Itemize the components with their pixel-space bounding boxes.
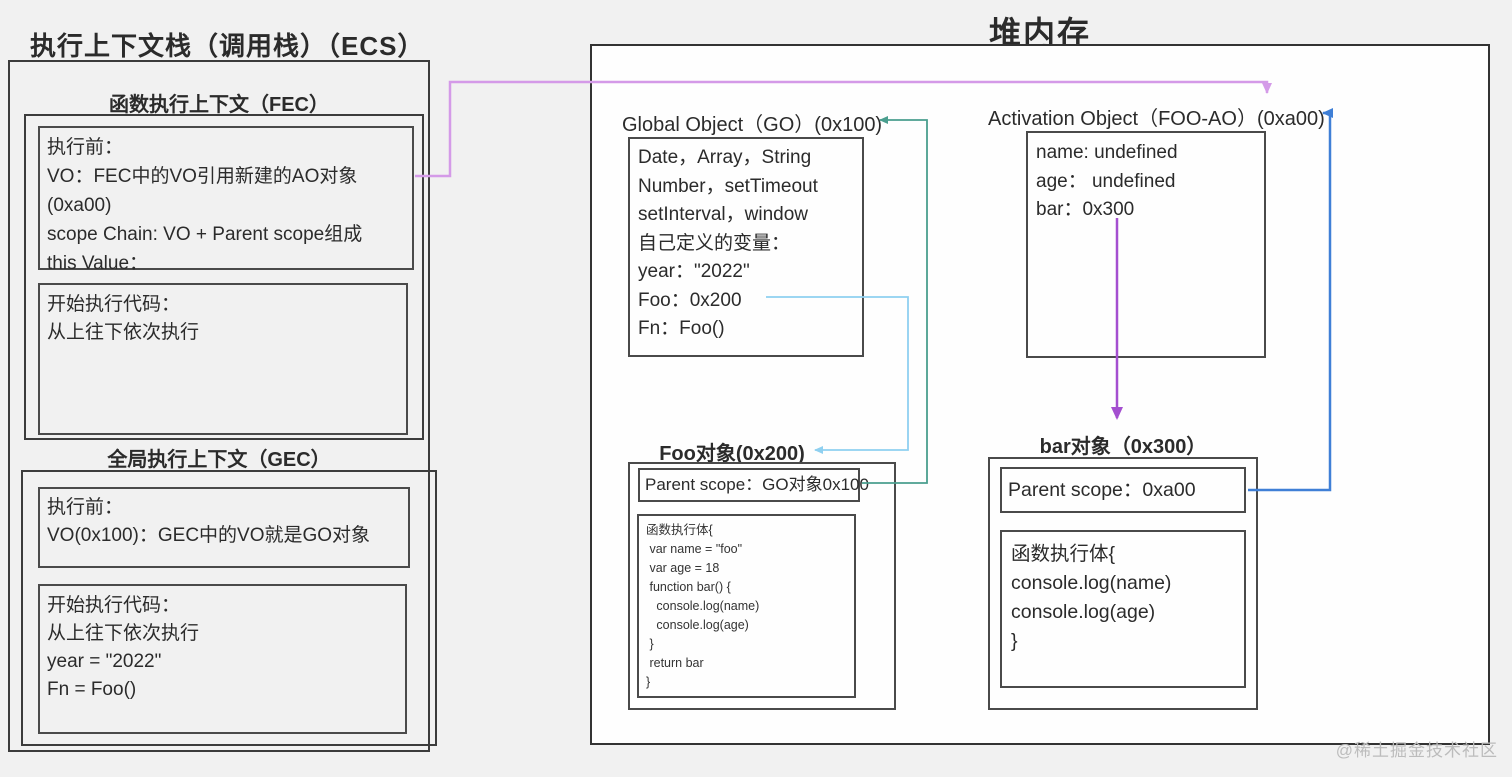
bar-parent-scope: Parent scope：0xa00 bbox=[1000, 467, 1246, 513]
go-line: Number，setTimeout bbox=[638, 175, 818, 197]
ao-title: Activation Object（FOO-AO）(0xa00) bbox=[988, 108, 1325, 130]
fec-before-line: 执行前： bbox=[47, 137, 124, 158]
gec-exec-line: Fn = Foo() bbox=[47, 679, 137, 700]
ao-line: age： undefined bbox=[1036, 170, 1176, 192]
ecs-title: 执行上下文栈（调用栈）（ECS） bbox=[30, 31, 425, 61]
gec-before-line: VO(0x100)：GEC中的VO就是GO对象 bbox=[47, 525, 371, 546]
fec-before-box: 执行前： VO：FEC中的VO引用新建的AO对象(0xa00) scope Ch… bbox=[38, 126, 414, 274]
ao-box: name: undefined age： undefined bar：0x300 bbox=[1026, 131, 1266, 358]
fec-label: 函数执行上下文（FEC） bbox=[109, 94, 329, 116]
bar-code: 函数执行体{ console.log(name) console.log(age… bbox=[1000, 530, 1246, 688]
go-line: Fn：Foo() bbox=[638, 318, 725, 339]
fec-box bbox=[24, 114, 424, 440]
gec-label: 全局执行上下文（GEC） bbox=[107, 449, 331, 471]
go-line: 自己定义的变量： bbox=[638, 232, 791, 254]
gec-box bbox=[21, 470, 437, 746]
gec-exec-line: 开始执行代码： bbox=[47, 595, 181, 616]
fec-before-line: scope Chain: VO + Parent scope组成 bbox=[47, 224, 363, 245]
gec-before-line: 执行前： bbox=[47, 497, 124, 518]
gec-exec-line: year = "2022" bbox=[47, 651, 162, 672]
fec-exec-line: 开始执行代码： bbox=[47, 294, 181, 315]
fec-exec-line: 从上往下依次执行 bbox=[47, 322, 200, 343]
ecs-outer-box bbox=[8, 60, 430, 752]
go-line: Date，Array，String bbox=[638, 147, 812, 168]
go-line: setInterval，window bbox=[638, 204, 809, 225]
go-box: Date，Array，String Number，setTimeout setI… bbox=[628, 137, 864, 357]
watermark: @稀土掘金技术社区 bbox=[1335, 741, 1498, 760]
gec-exec-line: 从上往下依次执行 bbox=[47, 623, 200, 644]
fec-before-line: VO：FEC中的VO引用新建的AO对象(0xa00) bbox=[47, 166, 358, 216]
ao-line: name: undefined bbox=[1036, 142, 1178, 163]
gec-exec-box: 开始执行代码： 从上往下依次执行 year = "2022" Fn = Foo(… bbox=[38, 584, 407, 734]
foo-parent-scope: Parent scope：GO对象0x100 bbox=[638, 468, 869, 502]
bar-title: bar对象（0x300） bbox=[1039, 436, 1207, 458]
ao-line: bar：0x300 bbox=[1036, 199, 1135, 220]
go-line: year："2022" bbox=[638, 261, 750, 282]
fec-before-line: this Value： bbox=[47, 253, 149, 274]
foo-code: 函数执行体{ var name = "foo" var age = 18 fun… bbox=[637, 514, 856, 698]
go-line: Foo：0x200 bbox=[638, 289, 742, 311]
gec-before-box: 执行前： VO(0x100)：GEC中的VO就是GO对象 bbox=[38, 487, 410, 568]
go-title: Global Object（GO）(0x100) bbox=[622, 114, 883, 136]
fec-exec-box: 开始执行代码： 从上往下依次执行 bbox=[38, 283, 408, 435]
